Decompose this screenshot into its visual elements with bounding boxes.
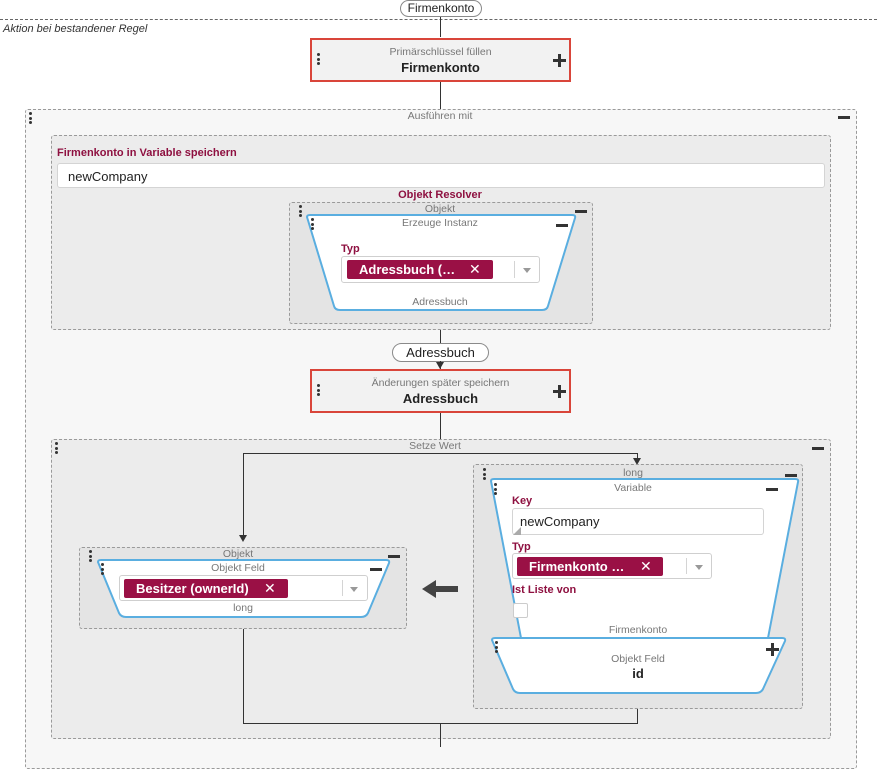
caret-down-icon[interactable]	[350, 587, 358, 592]
create-instance-footer: Adressbuch	[412, 296, 468, 308]
variable-footer: Firmenkonto	[608, 624, 668, 636]
top-flow-pill: Firmenkonto	[400, 0, 482, 17]
collapse-minus-icon[interactable]	[575, 210, 587, 213]
variable-caption: Variable	[614, 482, 652, 494]
step-fill-primary-key[interactable]: Primärschlüssel füllen Firmenkonto	[310, 38, 571, 82]
object-field-id-value: id	[632, 666, 644, 681]
step-title: Firmenkonto	[401, 60, 480, 75]
object-field-tag: Besitzer (ownerId) ✕	[124, 579, 288, 598]
right-long-caption: long	[623, 467, 643, 479]
select-separator	[686, 558, 687, 574]
connector	[243, 453, 244, 537]
object-field-footer: long	[233, 602, 253, 614]
connector	[243, 629, 244, 723]
drag-handle-icon[interactable]	[101, 563, 105, 577]
key-input[interactable]: newCompany	[512, 508, 764, 535]
drag-handle-icon[interactable]	[29, 112, 33, 126]
close-icon[interactable]: ✕	[264, 580, 276, 596]
key-input-value: newCompany	[520, 514, 600, 529]
connector	[243, 453, 638, 454]
drag-handle-icon[interactable]	[483, 468, 487, 482]
execute-with-caption: Ausführen mit	[407, 110, 473, 122]
drag-handle-icon[interactable]	[311, 218, 315, 232]
collapse-minus-icon[interactable]	[812, 447, 824, 450]
left-object-caption: Objekt	[222, 548, 254, 560]
plus-icon[interactable]	[553, 54, 566, 67]
select-separator	[342, 580, 343, 596]
variable-type-tag: Firmenkonto … ✕	[517, 557, 663, 576]
object-field-id-caption: Objekt Feld	[611, 653, 665, 665]
step-title: Adressbuch	[402, 391, 479, 406]
step-subtitle: Änderungen später speichern	[371, 377, 510, 389]
caret-down-icon[interactable]	[523, 268, 531, 273]
close-icon[interactable]: ✕	[469, 261, 481, 277]
arrow-down-icon	[633, 458, 641, 465]
type-tag: Adressbuch (… ✕	[347, 260, 493, 279]
variable-type-tag-label: Firmenkonto …	[529, 559, 625, 574]
arrow-left-icon	[422, 580, 458, 598]
resize-handle-icon[interactable]	[513, 527, 521, 535]
arrow-down-icon	[239, 535, 247, 542]
step-subtitle: Primärschlüssel füllen	[389, 46, 492, 58]
connector	[440, 723, 441, 747]
connector	[440, 82, 441, 126]
collapse-minus-icon[interactable]	[838, 116, 850, 119]
caret-down-icon[interactable]	[695, 565, 703, 570]
type-tag-label: Adressbuch (…	[359, 262, 456, 277]
type-select[interactable]: Adressbuch (… ✕	[341, 256, 540, 283]
drag-handle-icon[interactable]	[317, 384, 321, 398]
object-field-tag-label: Besitzer (ownerId)	[136, 581, 249, 596]
variable-block-label: Firmenkonto in Variable speichern	[57, 147, 237, 159]
list-of-label: Ist Liste von	[512, 584, 577, 596]
drag-handle-icon[interactable]	[89, 550, 93, 564]
select-separator	[514, 261, 515, 278]
create-instance-caption: Erzeuge Instanz	[402, 217, 478, 229]
connector	[637, 709, 638, 724]
plus-icon[interactable]	[553, 385, 566, 398]
collapse-minus-icon[interactable]	[370, 568, 382, 571]
set-value-caption: Setze Wert	[409, 440, 461, 452]
key-label: Key	[512, 495, 533, 507]
type-label: Typ	[512, 541, 531, 553]
drag-handle-icon[interactable]	[299, 205, 303, 219]
object-resolver-label: Objekt Resolver	[398, 189, 482, 201]
drag-handle-icon[interactable]	[317, 53, 321, 67]
connector	[440, 413, 441, 439]
type-label: Typ	[341, 243, 360, 255]
drag-handle-icon[interactable]	[495, 641, 499, 655]
variable-type-select[interactable]: Firmenkonto … ✕	[512, 553, 712, 579]
collapse-minus-icon[interactable]	[766, 488, 778, 491]
rule-divider	[0, 19, 877, 20]
object-field-select[interactable]: Besitzer (ownerId) ✕	[119, 575, 368, 601]
collapse-minus-icon[interactable]	[388, 555, 400, 558]
object-caption: Objekt	[424, 203, 456, 215]
step-save-later[interactable]: Änderungen später speichern Adressbuch	[310, 369, 571, 413]
collapse-minus-icon[interactable]	[556, 224, 568, 227]
object-field-id-shape	[490, 637, 787, 694]
close-icon[interactable]: ✕	[640, 558, 652, 574]
connector	[440, 17, 441, 37]
list-of-checkbox[interactable]	[513, 603, 528, 618]
drag-handle-icon[interactable]	[55, 442, 59, 456]
object-field-caption: Objekt Feld	[211, 562, 265, 574]
connector	[440, 330, 441, 344]
rule-caption: Aktion bei bestandener Regel	[3, 23, 148, 35]
collapse-minus-icon[interactable]	[785, 474, 797, 477]
plus-icon[interactable]	[766, 643, 779, 656]
middle-flow-pill: Adressbuch	[392, 343, 489, 362]
connector	[637, 453, 638, 461]
drag-handle-icon[interactable]	[494, 483, 498, 497]
arrow-down-icon	[436, 362, 444, 369]
variable-name-input[interactable]: newCompany	[57, 163, 825, 188]
